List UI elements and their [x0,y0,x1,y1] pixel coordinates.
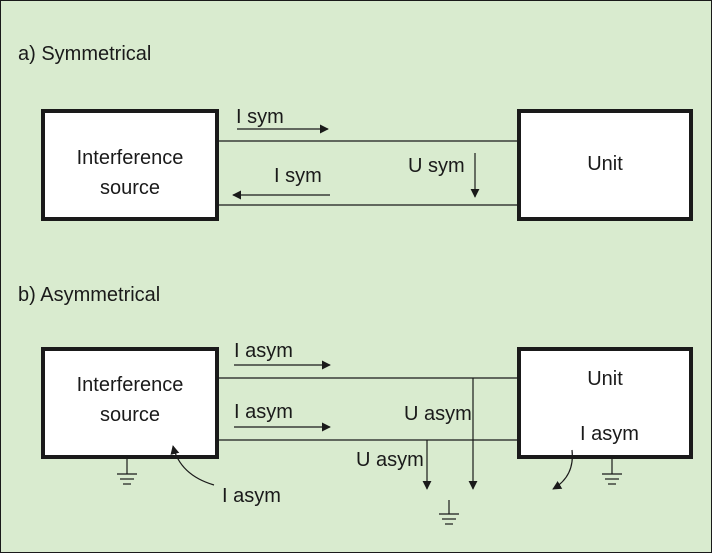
return-current-curved-arrow-icon [170,445,215,486]
source-ground-icon [117,459,137,485]
section-b-title: b) Asymmetrical [18,284,160,306]
section-b-unit-box: Unit [517,347,693,459]
section-b-source-label-line1: Interference [77,374,184,396]
section-b-voltage-lower-label: U asym [356,449,424,471]
unit-ground-icon [602,459,622,485]
section-a-current-top-label: I sym [236,106,284,128]
section-a-current-bottom-label: I sym [274,165,322,187]
section-b-current-middle-label: I asym [234,401,293,423]
section-b-source-label-line2: source [100,404,160,426]
section-a-source-label-line2: source [100,177,160,199]
unit-current-curved-arrow-icon [552,449,573,490]
section-a-title: a) Symmetrical [18,43,151,65]
section-a-unit-label: Unit [587,153,623,175]
section-a-voltage-label: U sym [408,155,465,177]
section-a-source-box: Interference source [41,109,219,221]
section-b-unit-current-label: I asym [580,423,639,445]
center-ground-icon [439,500,459,525]
section-b-return-current-label: I asym [222,485,281,507]
section-b-current-top-label: I asym [234,340,293,362]
section-a-source-label-line1: Interference [77,147,184,169]
section-b-voltage-vertical-label: U asym [404,403,472,425]
section-b-unit-label: Unit [587,368,623,390]
section-b-source-box: Interference source [41,347,219,459]
section-a-unit-box: Unit [517,109,693,221]
